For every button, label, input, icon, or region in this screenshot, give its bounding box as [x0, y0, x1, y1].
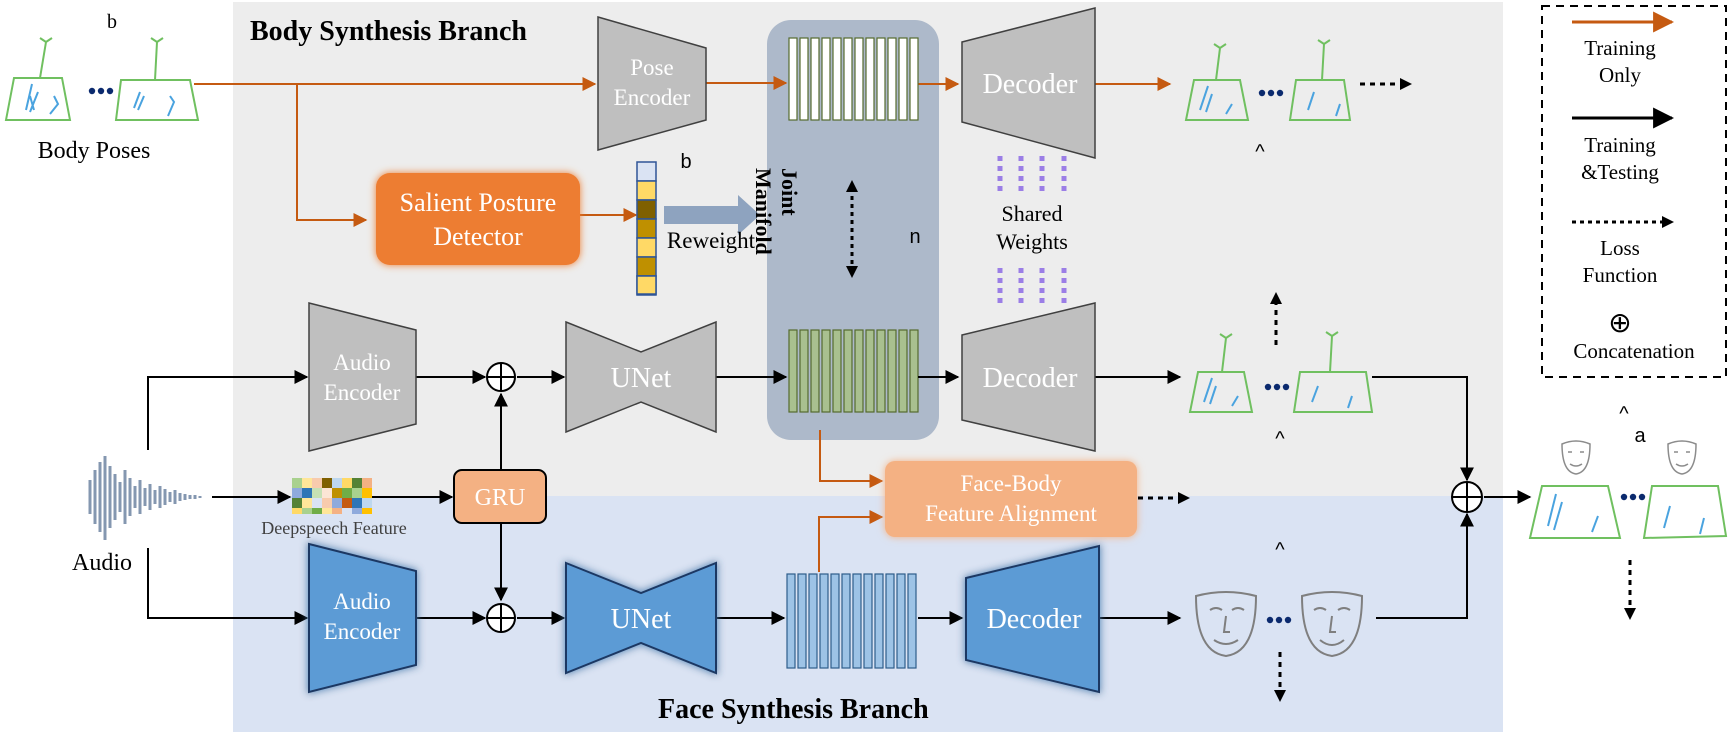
face-features	[786, 573, 917, 669]
body-output-top-hands	[1199, 85, 1341, 117]
face-output	[1194, 591, 1364, 658]
body-branch-title: Body Synthesis Branch	[250, 16, 527, 47]
loss-arrowhead-top-right	[1400, 78, 1412, 90]
manifold-features-top	[788, 37, 919, 121]
legend-loss-arrowhead	[1662, 216, 1674, 228]
ellipsis-icon	[1258, 89, 1284, 97]
unet-face-label: UNet	[611, 604, 672, 635]
ellipsis-icon	[1266, 616, 1292, 624]
legend-training-testing-label: Training&Testing	[1581, 133, 1659, 184]
output-mark-a: a	[1634, 425, 1646, 447]
body-poses-skeletons	[4, 37, 200, 121]
hat-mark-2: ^	[1275, 428, 1285, 450]
audio-waveform-icon	[88, 456, 202, 540]
hat-mark-3: ^	[1275, 539, 1285, 561]
face-branch-title: Face Synthesis Branch	[658, 694, 929, 725]
ellipsis-icon	[1620, 493, 1646, 501]
unet-body-label: UNet	[611, 363, 672, 394]
pose-encoder-block	[597, 16, 707, 151]
face-decoder-label: Decoder	[987, 604, 1083, 635]
audio-label: Audio	[72, 550, 132, 576]
manifold-loss-arrow-down	[846, 266, 858, 278]
reweight-arrow	[664, 195, 760, 235]
audio-encoder-face	[308, 542, 417, 694]
unet-face	[565, 561, 717, 675]
legend-box	[1541, 5, 1727, 378]
manifold-loss-arrow-up	[846, 180, 858, 192]
shared-weights-dots-bottom	[997, 268, 1067, 305]
body-output-mid-hands	[1203, 377, 1353, 409]
body-decoder-mid-label: Decoder	[983, 363, 1079, 394]
body-decoder-top	[961, 7, 1096, 159]
training-only-arrows-top	[194, 76, 1172, 572]
body-poses-label: Body Poses	[38, 138, 151, 164]
salient-posture-detector	[376, 173, 580, 265]
training-testing-arrows	[147, 370, 1532, 625]
mark-b-mid: b	[680, 151, 691, 173]
legend-concat-label: Concatenation	[1573, 339, 1695, 363]
body-decoder-mid	[961, 302, 1096, 452]
mark-b-top: b	[107, 11, 117, 33]
deepspeech-label: Deepspeech Feature	[261, 518, 406, 538]
hat-mark-1: ^	[1255, 141, 1265, 163]
final-output-hands	[1547, 493, 1705, 535]
body-decoder-top-label: Decoder	[983, 69, 1079, 100]
concat-icon	[486, 603, 516, 633]
reweight-label: Reweight	[667, 228, 756, 253]
weight-vector-end	[636, 275, 657, 295]
concat-final-icon	[1451, 481, 1483, 513]
joint-manifold-label: JointManifold	[751, 168, 802, 255]
legend-concat-icon: ⊕	[1608, 306, 1631, 339]
ellipsis-icon	[1264, 383, 1290, 391]
hat-mark-4: ^	[1619, 403, 1629, 425]
loss-arrowhead-down-face	[1274, 690, 1286, 702]
loss-arrowhead-align	[1178, 492, 1190, 504]
face-decoder	[965, 544, 1100, 694]
manifold-features-bottom	[788, 329, 919, 413]
shared-weights-dots-top	[997, 156, 1067, 195]
body-output-mid	[1188, 331, 1374, 413]
concat-icon	[486, 362, 516, 392]
loss-arrowhead-down-final	[1624, 608, 1636, 620]
loss-arrowhead-up	[1270, 292, 1282, 304]
gru-block	[453, 469, 547, 524]
body-output-top	[1184, 39, 1352, 121]
face-body-alignment-block	[885, 461, 1137, 537]
audio-encoder-body	[308, 302, 417, 452]
weight-vector	[636, 161, 657, 296]
ellipsis-icon	[88, 87, 114, 95]
gru-label: GRU	[475, 485, 526, 511]
deepspeech-feature-icon	[292, 478, 372, 514]
final-output-skeletons	[1528, 485, 1728, 540]
final-output-faces	[1561, 440, 1697, 475]
body-poses-hands	[25, 83, 176, 117]
unet-body	[565, 320, 717, 434]
manifold-mark-n: n	[909, 226, 920, 248]
